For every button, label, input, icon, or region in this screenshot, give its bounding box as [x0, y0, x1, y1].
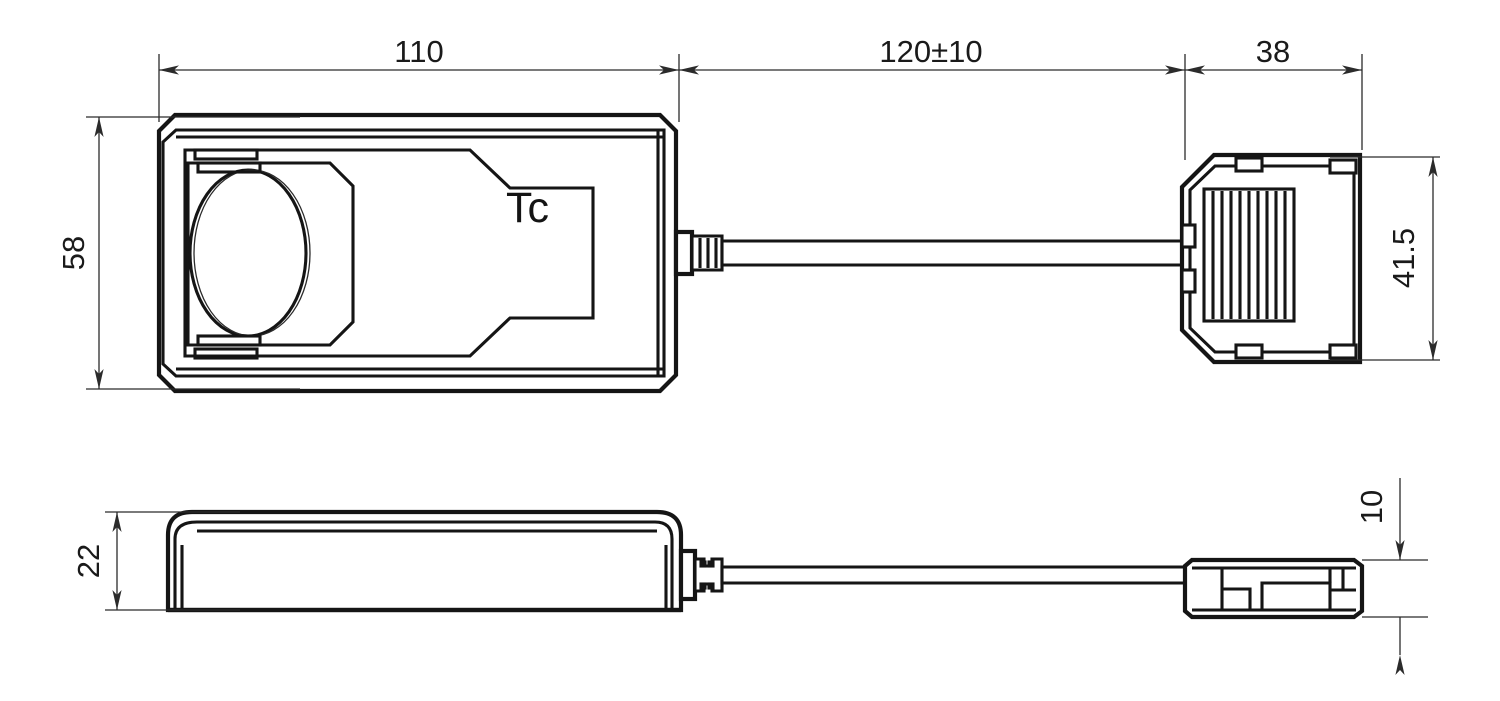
side-view-connector — [1182, 557, 1365, 620]
socket-latch-tab-bottom-inner — [196, 334, 262, 347]
socket-keyed-outline — [186, 161, 355, 347]
dim-label-110: 110 — [394, 34, 443, 69]
dimension-housing-height: 22 — [71, 511, 240, 611]
connector-tab-top-right — [1328, 158, 1358, 175]
dim-label-22: 22 — [71, 544, 106, 578]
socket-latch-tab-bottom-outer — [193, 347, 259, 360]
connector-tab-bottom-right — [1328, 343, 1358, 360]
socket-latch-tab-top-outer — [193, 148, 259, 161]
side-connector-latch — [1260, 581, 1332, 610]
dimension-cable-length: 120±10 — [679, 34, 1186, 160]
dim-label-38: 38 — [1256, 34, 1290, 69]
dim-label-415: 41.5 — [1386, 228, 1421, 288]
connector-side-notch-top — [1180, 223, 1197, 249]
dimension-connector-length: 38 — [1185, 34, 1363, 150]
dimension-connector-height: 10 — [1354, 478, 1428, 675]
socket-latch-tab-top-inner — [196, 161, 262, 174]
dim-label-58: 58 — [56, 236, 91, 270]
dimension-length-housing: 110 — [158, 34, 680, 122]
side-view-cable — [678, 548, 1187, 602]
socket-cavity-outline — [183, 148, 595, 358]
strain-relief-block — [673, 229, 695, 277]
connector-tab-bottom-left — [1234, 343, 1264, 360]
dim-label-120: 120±10 — [879, 34, 982, 69]
dim-label-10: 10 — [1354, 490, 1389, 524]
connector-side-notch-bottom — [1180, 268, 1197, 294]
top-view-housing: Tc — [156, 112, 679, 394]
dimension-housing-width: 58 — [56, 116, 300, 390]
side-strain-relief-dot-4 — [707, 582, 715, 590]
housing-wall-line — [161, 128, 666, 378]
side-view-housing — [165, 509, 684, 613]
side-strain-relief-dot-3 — [699, 582, 707, 590]
side-connector-latch-step-left — [1222, 587, 1252, 610]
top-view-connector — [1179, 152, 1363, 365]
connector-rib-lines — [1211, 191, 1287, 319]
flat-cable — [720, 239, 1187, 267]
connector-tab-top-left — [1234, 156, 1264, 173]
side-strain-relief-block — [678, 548, 698, 602]
side-flat-cable — [720, 565, 1187, 585]
side-strain-relief-dot-1 — [699, 560, 707, 568]
side-housing-inner-line — [173, 520, 674, 608]
top-view-cable — [673, 229, 1187, 277]
marking-label: Tc — [506, 184, 549, 232]
side-housing-outline — [165, 509, 684, 613]
side-connector-outline — [1182, 557, 1365, 620]
housing-outer-outline — [156, 112, 679, 394]
dimension-connector-width: 41.5 — [1330, 156, 1440, 361]
side-strain-relief-dot-2 — [707, 560, 715, 568]
